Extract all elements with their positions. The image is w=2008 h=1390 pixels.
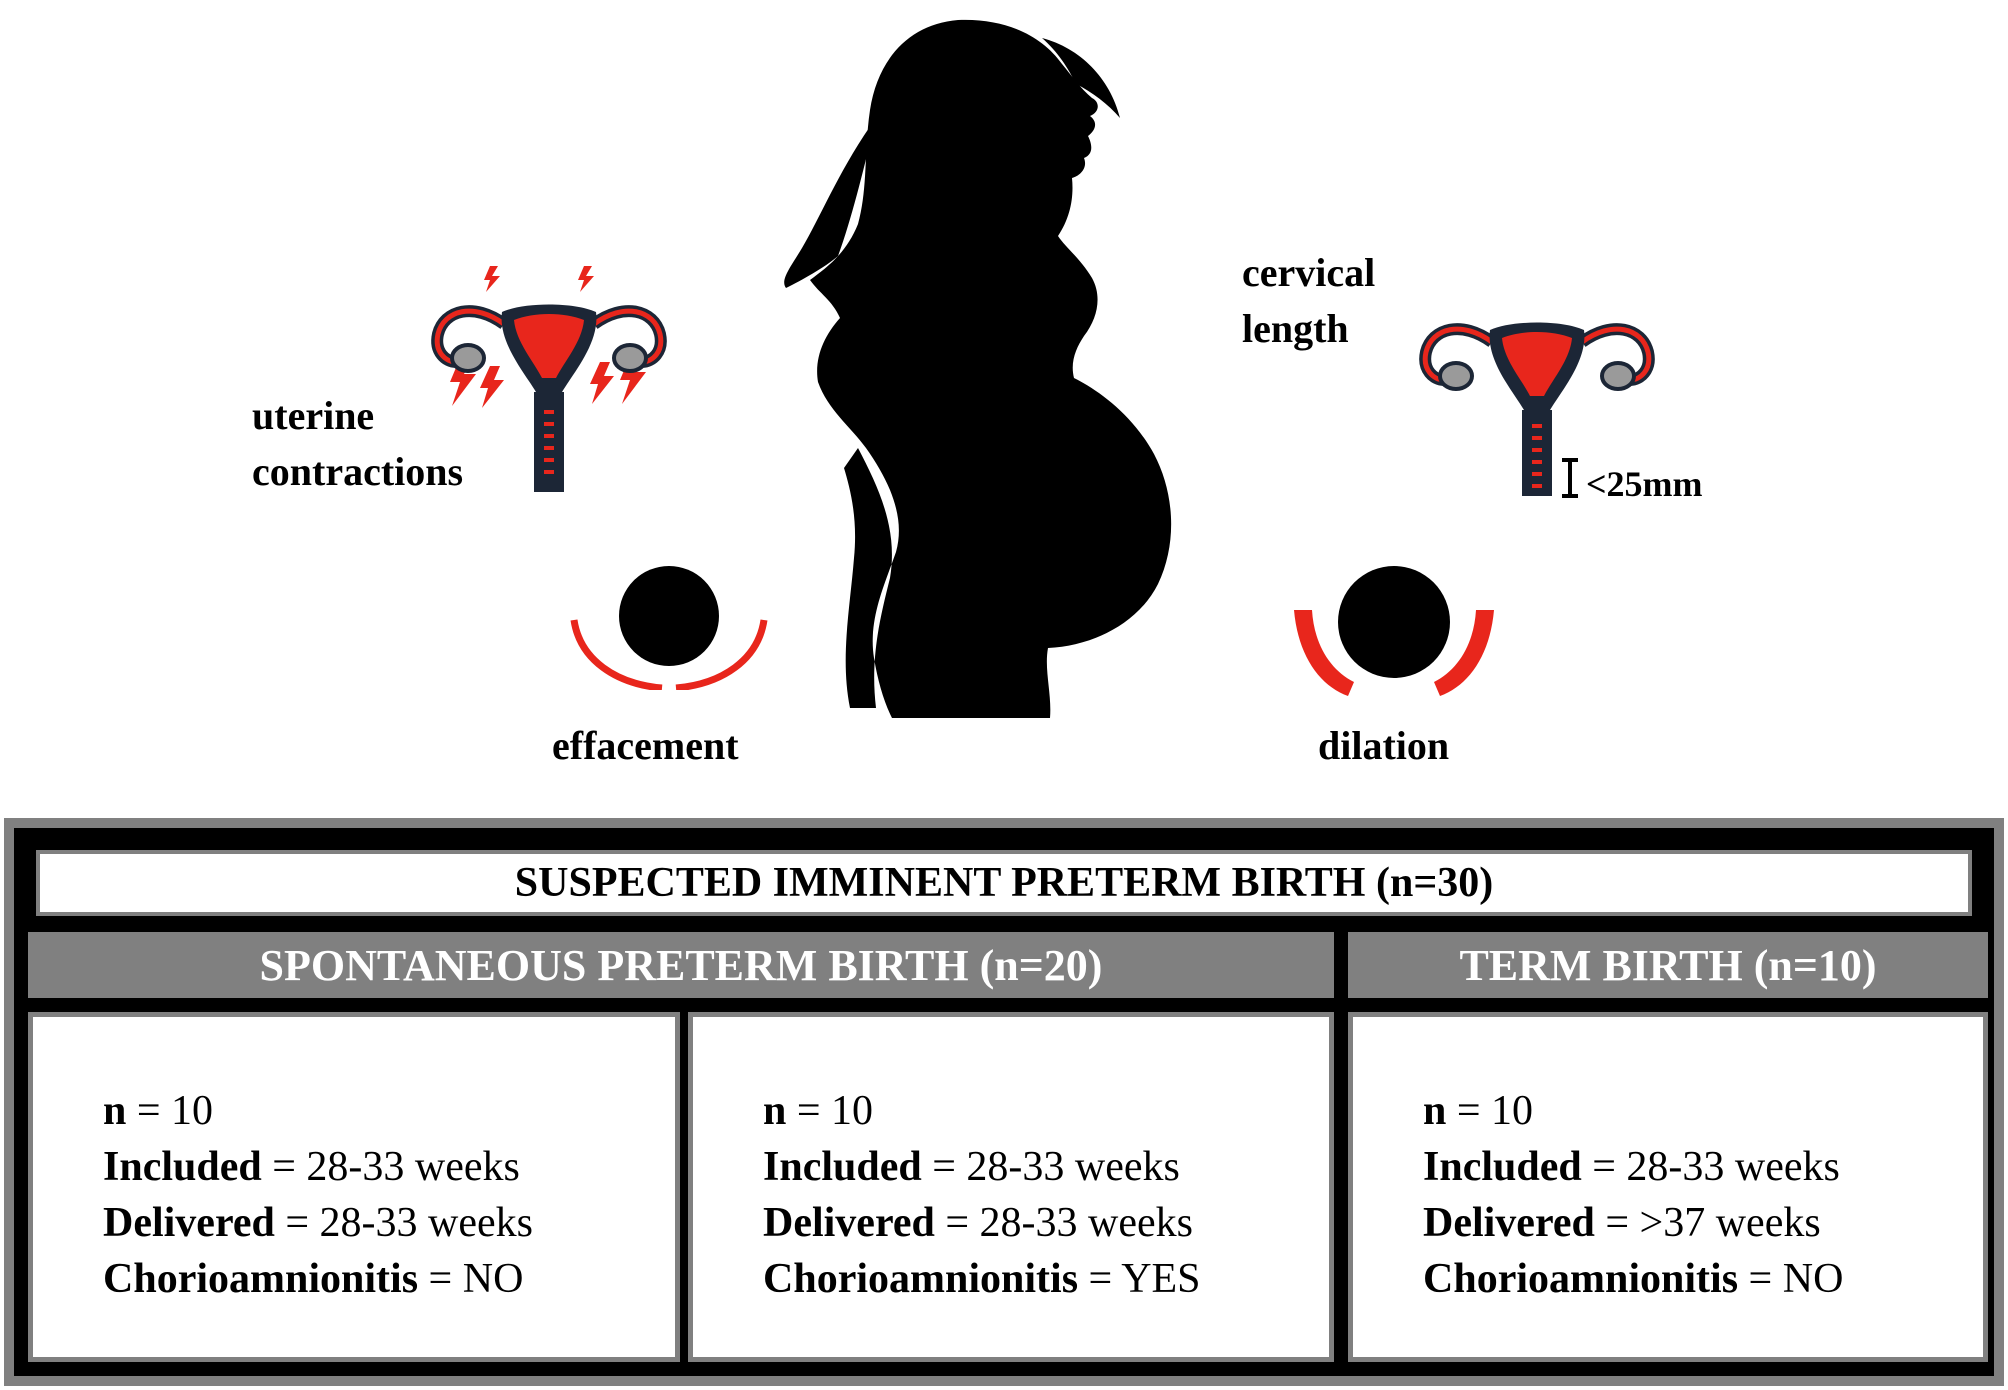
row-included: Included = 28-33 weeks bbox=[1423, 1144, 1840, 1190]
cohort-cell-3: n = 10 Included = 28-33 weeks Delivered … bbox=[1348, 1012, 1988, 1362]
pregnant-woman-silhouette-icon bbox=[784, 19, 1172, 718]
uterus-cervical-length-icon bbox=[1419, 322, 1655, 498]
effacement-icon bbox=[570, 566, 768, 690]
effacement-label: effacement bbox=[552, 723, 739, 768]
row-chorioamnionitis: Chorioamnionitis = NO bbox=[1423, 1256, 1844, 1302]
dilation-label: dilation bbox=[1318, 723, 1450, 768]
cohort-cell-2: n = 10 Included = 28-33 weeks Delivered … bbox=[688, 1012, 1334, 1362]
summary-table-inner: SUSPECTED IMMINENT PRETERM BIRTH (n=30) … bbox=[14, 828, 1994, 1376]
row-included: Included = 28-33 weeks bbox=[103, 1144, 520, 1190]
uterine-contractions-label: uterine contractions bbox=[252, 388, 463, 500]
illustration: uterine contractions cervical length <25… bbox=[252, 19, 1703, 768]
summary-table: SUSPECTED IMMINENT PRETERM BIRTH (n=30) … bbox=[4, 818, 2004, 1386]
group-header-spontaneous: SPONTANEOUS PRETERM BIRTH (n=20) bbox=[28, 932, 1334, 998]
row-chorioamnionitis: Chorioamnionitis = YES bbox=[763, 1256, 1201, 1302]
row-n: n = 10 bbox=[103, 1088, 214, 1134]
row-delivered: Delivered = 28-33 weeks bbox=[763, 1200, 1193, 1246]
row-delivered: Delivered = 28-33 weeks bbox=[103, 1200, 533, 1246]
row-n: n = 10 bbox=[1423, 1088, 1534, 1134]
row-n: n = 10 bbox=[763, 1088, 874, 1134]
cervical-measure-label: <25mm bbox=[1586, 464, 1703, 504]
row-delivered: Delivered = >37 weeks bbox=[1423, 1200, 1821, 1246]
uterine-label-line-1: uterine bbox=[252, 393, 375, 438]
uterus-contractions-icon bbox=[431, 266, 667, 492]
uterine-label-line-2: contractions bbox=[252, 449, 464, 494]
dilation-icon bbox=[1294, 566, 1494, 696]
group-header-term: TERM BIRTH (n=10) bbox=[1348, 932, 1988, 998]
cervical-length-label: cervical length bbox=[1242, 245, 1375, 357]
cervical-label-line-1: cervical bbox=[1242, 250, 1376, 295]
table-title: SUSPECTED IMMINENT PRETERM BIRTH (n=30) bbox=[36, 850, 1972, 916]
row-included: Included = 28-33 weeks bbox=[763, 1144, 1180, 1190]
row-chorioamnionitis: Chorioamnionitis = NO bbox=[103, 1256, 524, 1302]
cohort-cell-1: n = 10 Included = 28-33 weeks Delivered … bbox=[28, 1012, 680, 1362]
cervical-label-line-2: length bbox=[1242, 306, 1349, 351]
